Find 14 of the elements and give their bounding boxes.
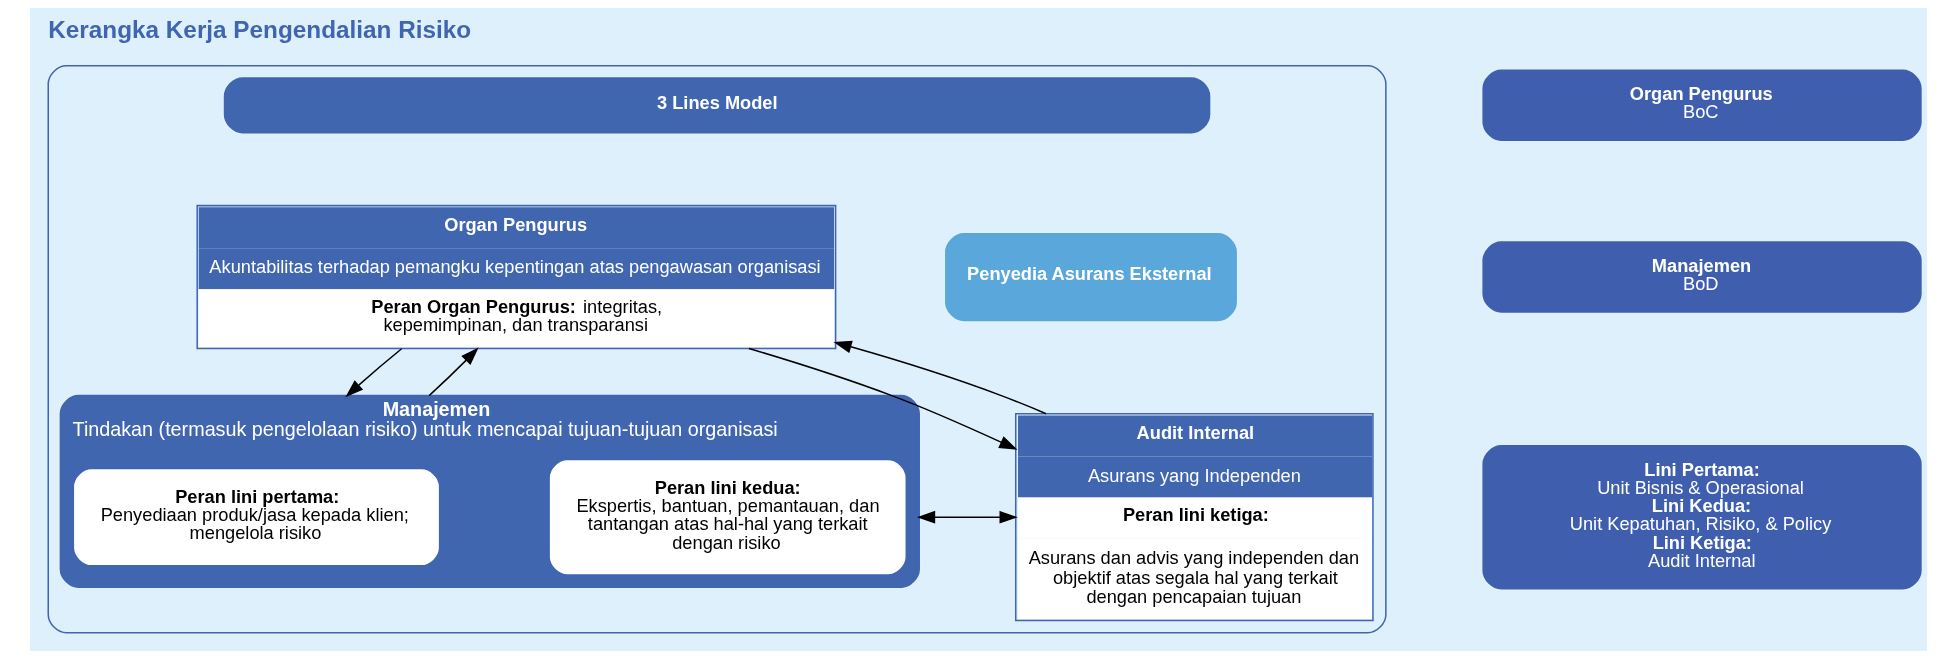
diagram-title: Kerangka Kerja Pengendalian Risiko	[48, 16, 472, 44]
arrow	[748, 347, 1018, 450]
arrow	[833, 340, 1047, 415]
node-box: Penyedia Asurans Eksternal	[945, 233, 1237, 322]
node-box: Lini Pertama: Unit Bisnis & Operasional Lini Kedua: Unit Kepatuhan, Risiko, & Policy Lini Ketiga: Audit Internal	[1482, 445, 1922, 590]
cluster	[47, 65, 1387, 634]
node-box: Peran lini kedua: Ekspertis, bantuan, pemantauan, dan tantangan atas hal-hal yang terkait dengan risiko	[548, 458, 908, 576]
node-box: Peran lini pertama: Penyediaan produk/jasa kepada klien; mengelola risiko	[72, 467, 441, 567]
arrow	[345, 348, 403, 398]
arrow	[428, 347, 479, 397]
node-box: 3 Lines Model	[223, 77, 1211, 134]
arrow	[916, 510, 1018, 524]
node-box: Manajemen BoD	[1482, 241, 1922, 313]
node-box: Organ Pengurus BoC	[1482, 69, 1922, 141]
